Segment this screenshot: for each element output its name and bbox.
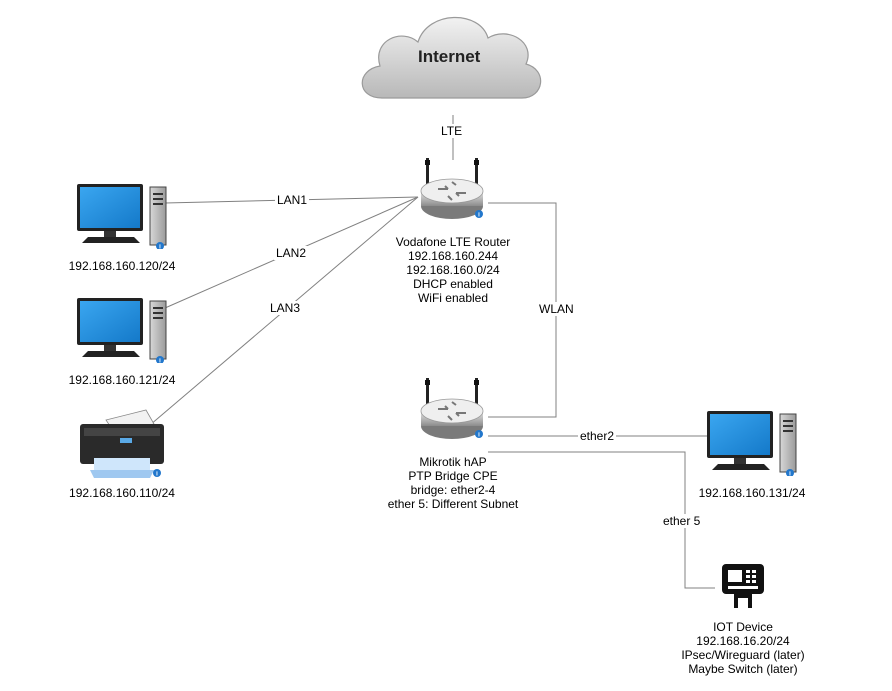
printer-label: 192.168.160.110/24 xyxy=(69,486,175,500)
edge-label-wlan: WLAN xyxy=(537,302,576,316)
iot-device-icon xyxy=(722,564,764,608)
iot-line: IOT Device xyxy=(713,620,773,634)
mikrotik-line: PTP Bridge CPE xyxy=(408,469,498,483)
mikrotik-router-icon xyxy=(420,378,484,440)
edge-label-lan1: LAN1 xyxy=(275,193,310,207)
edge-label-ether5: ether 5 xyxy=(661,514,703,528)
mikrotik-line: bridge: ether2-4 xyxy=(410,483,496,497)
edge-label-lte: LTE xyxy=(439,124,465,138)
iot-line: IPsec/Wireguard (later) xyxy=(681,648,805,662)
pc-icon-2 xyxy=(76,297,167,363)
iot-label: IOT Device 192.168.16.20/24 IPsec/Wiregu… xyxy=(663,620,823,676)
iot-line: 192.168.16.20/24 xyxy=(696,634,790,648)
lte-router-icon xyxy=(420,158,484,220)
router-line: WiFi enabled xyxy=(417,291,489,305)
iot-line: Maybe Switch (later) xyxy=(688,662,798,676)
router-line: DHCP enabled xyxy=(413,277,493,291)
pc-icon-3 xyxy=(706,410,797,476)
svg-text:i: i xyxy=(156,472,158,478)
mikrotik-line: Mikrotik hAP xyxy=(419,455,487,469)
edge-label-lan2: LAN2 xyxy=(274,246,309,260)
pc2-label: 192.168.160.121/24 xyxy=(68,373,176,387)
mikrotik-label: Mikrotik hAP PTP Bridge CPE bridge: ethe… xyxy=(358,455,548,511)
pc1-label: 192.168.160.120/24 xyxy=(68,259,176,273)
router-label: Vodafone LTE Router 192.168.160.244 192.… xyxy=(378,235,528,305)
edge-label-lan3: LAN3 xyxy=(268,301,303,315)
internet-cloud-icon xyxy=(361,16,542,99)
edge-label-ether2: ether2 xyxy=(578,429,617,443)
internet-label: Internet xyxy=(418,47,481,66)
router-line: 192.168.160.244 xyxy=(407,249,499,263)
printer-icon: i xyxy=(80,409,164,478)
pc-icon-1 xyxy=(76,183,167,249)
pc3-label: 192.168.160.131/24 xyxy=(698,486,806,500)
router-line: Vodafone LTE Router xyxy=(395,235,511,249)
router-line: 192.168.160.0/24 xyxy=(406,263,500,277)
mikrotik-line: ether 5: Different Subnet xyxy=(387,497,519,511)
